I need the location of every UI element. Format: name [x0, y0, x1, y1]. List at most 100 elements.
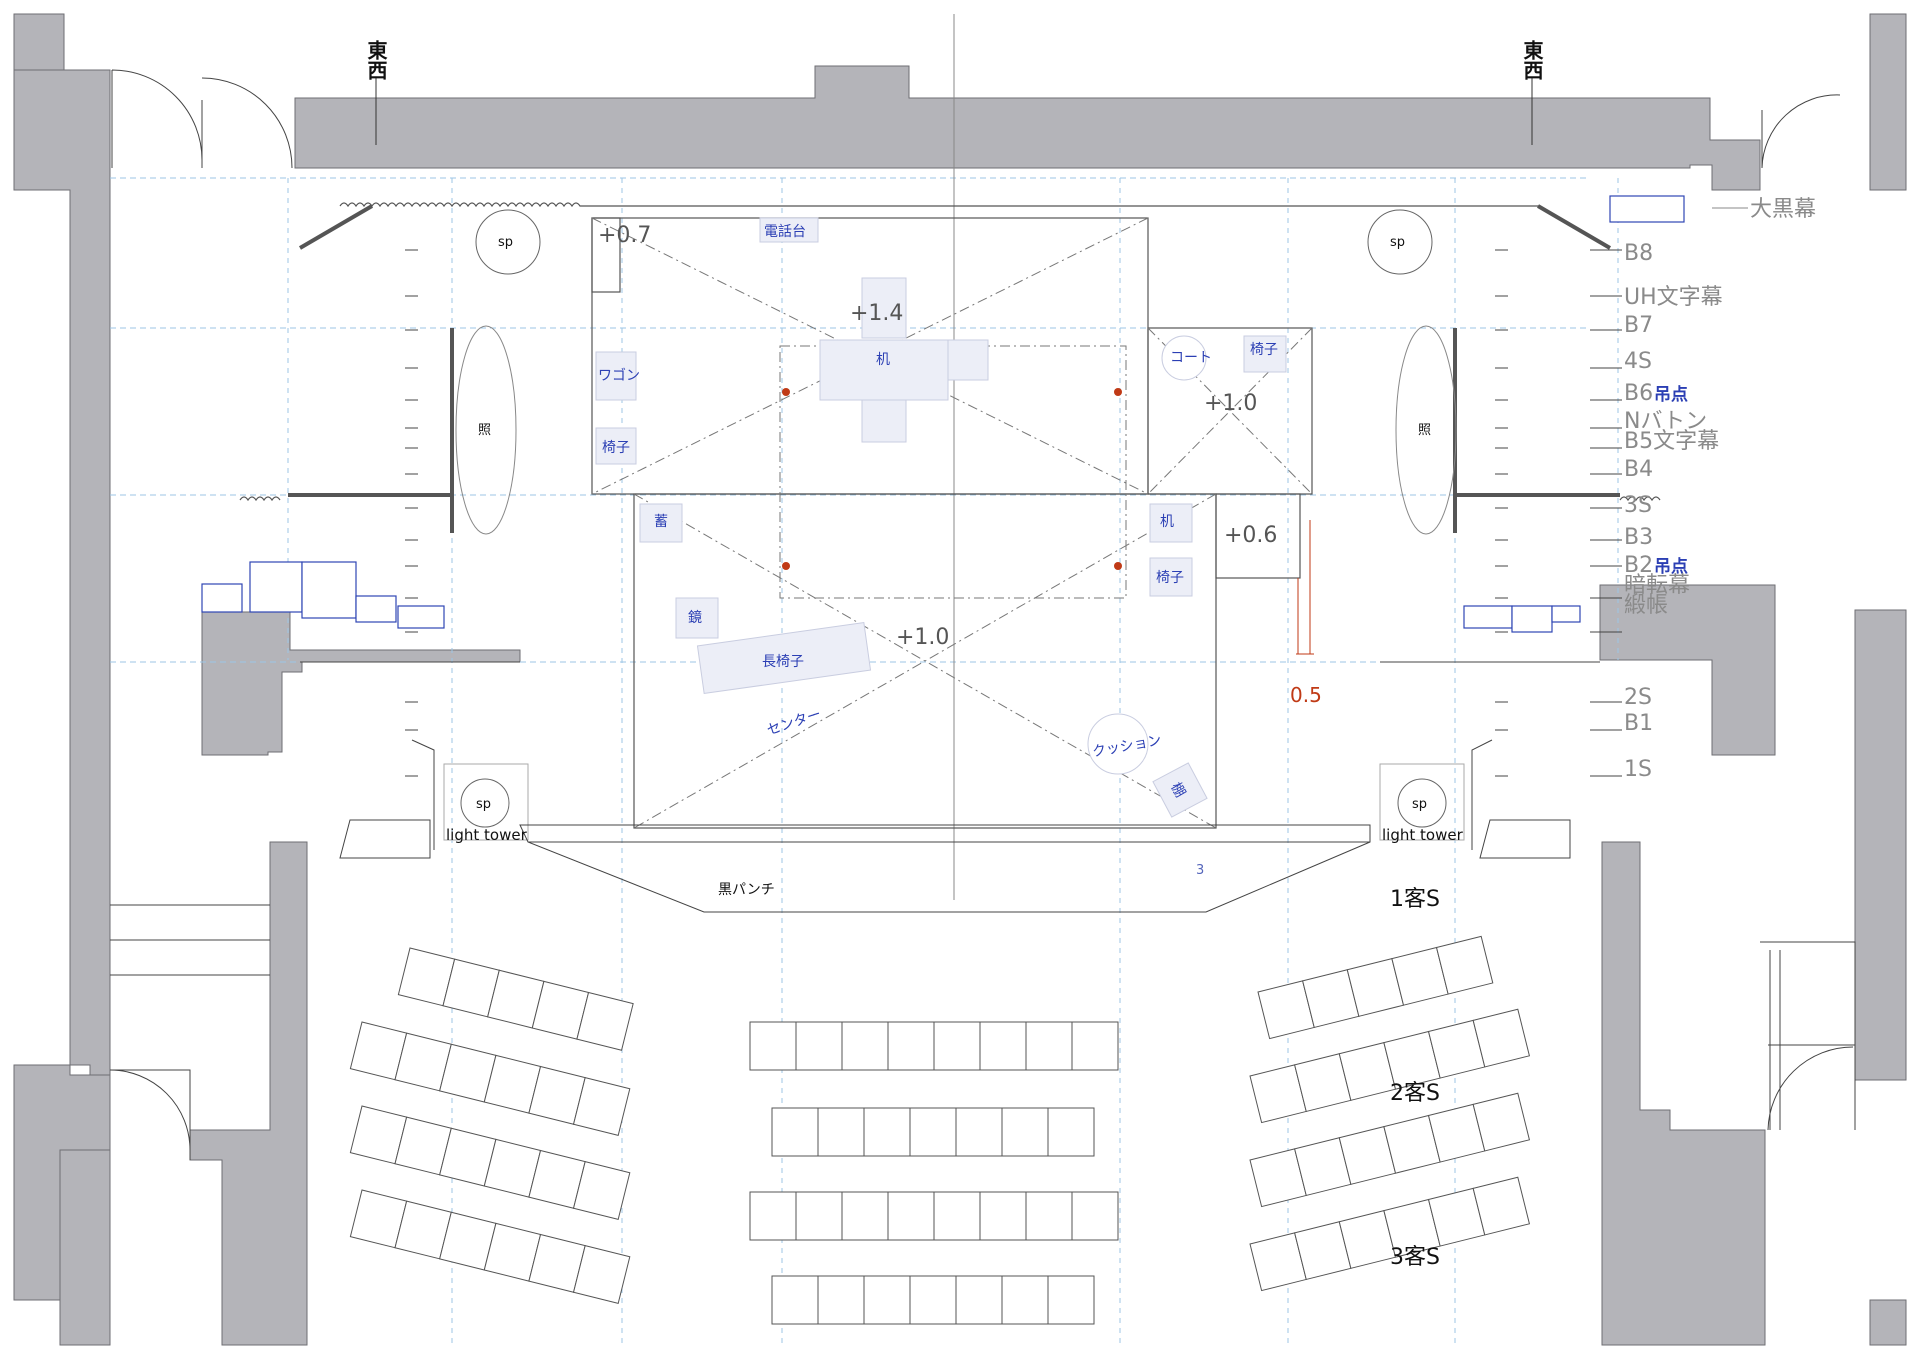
seat — [841, 1021, 889, 1071]
left-wall — [13, 69, 111, 1076]
seat — [572, 1077, 631, 1136]
seat — [979, 1021, 1027, 1071]
audience-seating — [349, 935, 1531, 1325]
label-chair-left: 椅子 — [602, 440, 630, 456]
light-right-ellipse — [1395, 325, 1457, 535]
label-sp-ur: sp — [1390, 235, 1405, 250]
row-2: 2客S — [1390, 1081, 1440, 1106]
seat — [933, 1191, 981, 1241]
seat — [1001, 1107, 1049, 1157]
crate-3 — [301, 561, 357, 619]
crate-6 — [1463, 605, 1513, 629]
main-platform — [633, 493, 1217, 829]
seat — [1472, 1008, 1531, 1068]
prop-chair-right — [1243, 335, 1287, 373]
elev-upper: +1.4 — [850, 301, 903, 326]
speaker-upper-right — [1367, 209, 1433, 275]
label-sp-lr: sp — [1412, 797, 1427, 812]
label-phone-stand: 電話台 — [764, 223, 806, 240]
door-left-lower — [109, 1069, 191, 1160]
seat — [576, 991, 634, 1051]
seat — [909, 1107, 957, 1157]
label-chair-right2: 椅子 — [1156, 570, 1184, 586]
seat-row-r1 — [1257, 935, 1494, 1040]
label-light-tower-left: light tower — [446, 826, 528, 844]
diag-5 — [1147, 327, 1313, 495]
light-tower-right-box — [1379, 763, 1465, 841]
label-long-bench: 長椅子 — [762, 654, 804, 670]
curtain-angle-right — [1536, 204, 1612, 250]
seat — [1047, 1107, 1095, 1157]
stage-platforms — [591, 217, 1314, 829]
proscenium-edge — [300, 661, 1600, 913]
prop-cushion — [1087, 713, 1149, 775]
batten-6: Nバトン — [1624, 409, 1707, 434]
leg-curtain-right — [1619, 496, 1661, 502]
seat — [933, 1021, 981, 1071]
hang-point-b2: 吊点 — [1654, 556, 1688, 577]
prop-desk-right — [1149, 503, 1193, 543]
right-wing-wall — [1599, 584, 1776, 756]
crate-4 — [355, 595, 397, 623]
seat-row-l2 — [349, 1021, 631, 1136]
label-light-right: 照 — [1418, 423, 1431, 438]
seat — [909, 1275, 957, 1325]
label-wagon: ワゴン — [598, 367, 640, 384]
seat — [1025, 1191, 1073, 1241]
prop-desk-bottom — [861, 399, 907, 443]
crate-5 — [397, 605, 445, 629]
seat — [749, 1021, 797, 1071]
diag-4 — [633, 493, 1217, 829]
prop-desk-top-v — [861, 277, 907, 339]
row-1: 1客S — [1390, 887, 1440, 912]
seat — [572, 1245, 631, 1304]
door-right-lower — [1767, 1044, 1855, 1131]
label-chair-right: 椅子 — [1250, 342, 1278, 358]
seat — [1472, 1092, 1531, 1152]
seat-row-l1 — [397, 947, 634, 1051]
batten-4: 4S — [1624, 349, 1652, 374]
seat — [771, 1107, 819, 1157]
label-black-panel: 黒パンチ — [718, 882, 775, 898]
label-light-tower-right: light tower — [1382, 826, 1464, 844]
batten-9: 3S — [1624, 493, 1652, 518]
seat — [1071, 1191, 1119, 1241]
stage-props — [595, 217, 1287, 818]
left-bottom-wall — [59, 1149, 111, 1346]
seat — [1001, 1275, 1049, 1325]
prop-gramophone — [639, 503, 683, 543]
label-mirror: 鏡 — [688, 610, 702, 626]
prop-desk-side — [947, 339, 989, 381]
steps-left — [110, 904, 270, 976]
light-tower-left-box — [443, 763, 529, 841]
batten-5: B6 — [1624, 381, 1653, 406]
seat — [955, 1107, 1003, 1157]
seat — [572, 1161, 631, 1220]
compass-left: 東西 — [364, 40, 388, 81]
seat — [863, 1275, 911, 1325]
seat — [863, 1107, 911, 1157]
seat — [795, 1021, 843, 1071]
seat-row-c1 — [749, 1021, 1119, 1071]
elev-side-step: +0.7 — [598, 223, 651, 248]
batten-14: 2S — [1624, 685, 1652, 710]
batten-16: 1S — [1624, 757, 1652, 782]
diag-1 — [591, 217, 1149, 495]
upstage-curtain — [339, 202, 1540, 208]
prop-wagon — [595, 351, 637, 401]
batten-ticks — [405, 249, 1622, 777]
hang-mark-1 — [782, 388, 790, 396]
seat-row-c4 — [771, 1275, 1095, 1325]
prop-phone-stand — [759, 217, 819, 243]
batten-8: B4 — [1624, 457, 1653, 482]
seat — [749, 1191, 797, 1241]
batten-0: 大黒幕 — [1750, 197, 1816, 222]
prop-chair-right2 — [1149, 557, 1193, 597]
right-side-wall — [1854, 609, 1907, 1081]
label-mark-3: 3 — [1196, 863, 1204, 878]
seat — [841, 1191, 889, 1241]
elev-main: +1.0 — [896, 625, 949, 650]
prop-long-bench — [696, 621, 872, 695]
batten-labels: 大黒幕 B8 UH文字幕 B7 4S B6 吊点 Nバトン B5文字幕 B4 3… — [1624, 197, 1816, 782]
